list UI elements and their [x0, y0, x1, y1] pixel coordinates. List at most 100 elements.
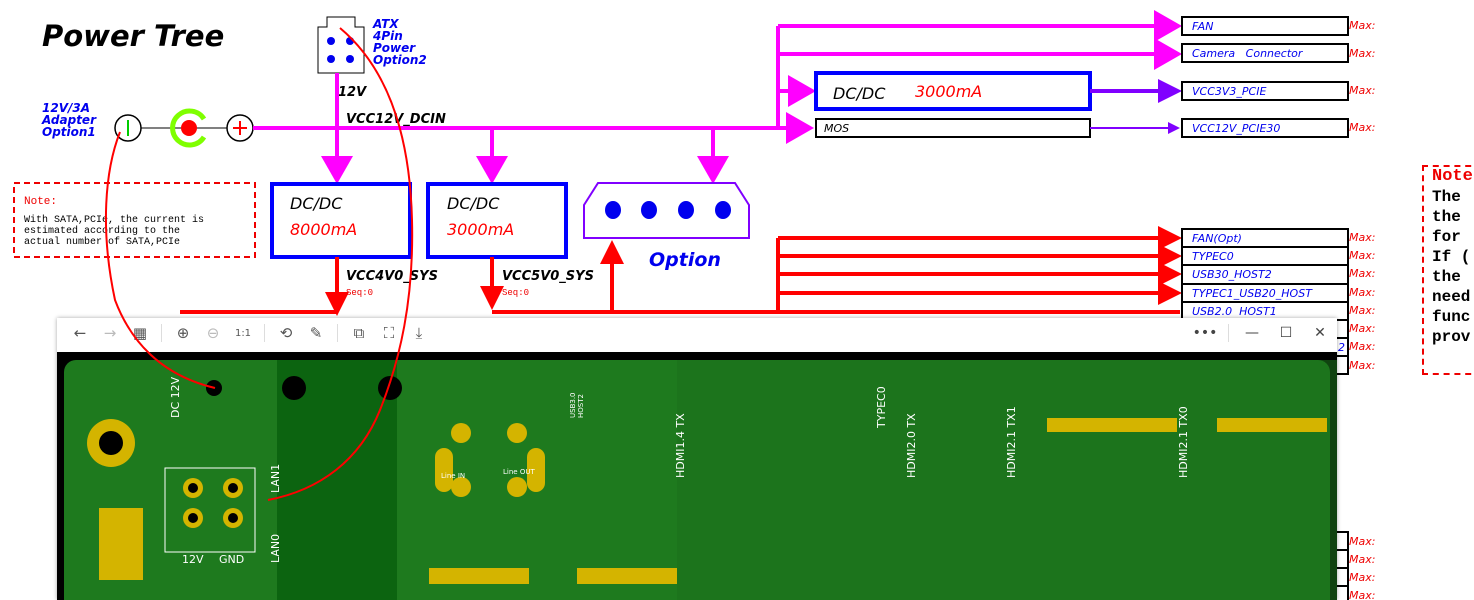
svg-text:Camera Connector: Camera Connector [1192, 47, 1304, 60]
svg-text:HDMI2.1 TX0: HDMI2.1 TX0 [1177, 406, 1190, 478]
svg-text:12V/3A: 12V/3A [42, 101, 90, 115]
svg-text:VCC3V3_PCIE: VCC3V3_PCIE [1192, 85, 1266, 98]
svg-text:Max:: Max: [1349, 231, 1375, 244]
svg-text:GND: GND [219, 553, 244, 566]
svg-text:Max:: Max: [1349, 47, 1375, 60]
zoom-out-icon[interactable]: ⊖ [206, 324, 220, 342]
svg-text:HDMI1.4 TX: HDMI1.4 TX [674, 413, 687, 478]
svg-text:8000mA: 8000mA [290, 220, 357, 239]
svg-text:Max:: Max: [1349, 553, 1375, 566]
svg-text:FAN: FAN [1192, 20, 1213, 33]
vcc5v0-label: VCC5V0_SYS [502, 269, 594, 284]
dcdc-3000ma-5v: DC/DC 3000mA [426, 182, 568, 259]
dcdc-3000ma-3v3: DC/DC 3000mA [814, 71, 1092, 111]
divider [161, 324, 162, 342]
svg-text:HOST2: HOST2 [577, 394, 585, 418]
svg-text:2: 2 [1338, 341, 1345, 354]
window-controls: ••• — ☐ ✕ [1188, 318, 1337, 348]
pcie-rails [1090, 79, 1182, 134]
main-rail-label: VCC12V_DCIN [346, 112, 446, 127]
sys-rails [180, 226, 1182, 316]
divider [1228, 324, 1229, 342]
svg-text:USB3.0: USB3.0 [569, 392, 577, 418]
svg-text:Max:: Max: [1349, 19, 1375, 32]
viewer-canvas: DC 12V LAN1 LAN0 12V GND USB3.0 HOST2 HD… [57, 348, 1337, 600]
loads-top: FAN Camera Connector VCC3V3_PCIE VCC12V_… [1181, 16, 1375, 138]
grid-icon[interactable]: ▦ [132, 324, 148, 342]
svg-text:3000mA: 3000mA [915, 82, 982, 101]
svg-text:DC/DC: DC/DC [833, 84, 886, 103]
svg-text:actual number of SATA,PCIe: actual number of SATA,PCIe [24, 236, 180, 248]
atx-label: ATX 4Pin Power Option2 [372, 17, 427, 67]
divider [264, 324, 265, 342]
zoom-in-icon[interactable]: ⊕ [176, 324, 190, 342]
svg-text:HDMI2.0 TX: HDMI2.0 TX [905, 413, 918, 478]
mos-switch: MOS [815, 118, 1091, 138]
svg-text:Max:: Max: [1349, 322, 1375, 335]
dcdc-8000ma: DC/DC 8000mA [270, 182, 412, 259]
maximize-button[interactable]: ☐ [1279, 325, 1293, 341]
svg-text:LAN0: LAN0 [269, 534, 282, 563]
vcc4v0-seq: Seq:0 [346, 288, 373, 298]
svg-text:Max:: Max: [1349, 286, 1375, 299]
svg-text:VCC12V_PCIE30: VCC12V_PCIE30 [1192, 122, 1280, 135]
svg-text:Max:: Max: [1349, 535, 1375, 548]
svg-text:Option2: Option2 [373, 53, 427, 67]
more-options-button[interactable]: ••• [1192, 325, 1218, 341]
svg-text:HDMI2.1 TX1: HDMI2.1 TX1 [1005, 406, 1018, 478]
note-right: Note The the for If ( the need func prov [1422, 165, 1474, 375]
svg-text:Max:: Max: [1349, 121, 1375, 134]
atx-rail-label: 12V [338, 85, 367, 100]
svg-text:Option1: Option1 [42, 125, 96, 139]
svg-text:DC/DC: DC/DC [447, 194, 500, 213]
svg-text:TYPEC1_USB20_HOST: TYPEC1_USB20_HOST [1192, 287, 1313, 300]
svg-text:Max:: Max: [1349, 249, 1375, 262]
svg-text:Note:: Note: [24, 196, 57, 208]
note-left: Note: With SATA,PCIe, the current is est… [13, 182, 256, 258]
svg-text:Max:: Max: [1349, 589, 1375, 600]
back-arrow-icon[interactable]: ← [73, 324, 87, 342]
svg-text:Adapter: Adapter [41, 113, 97, 127]
atx-connector [317, 16, 365, 74]
svg-text:USB30_HOST2: USB30_HOST2 [1192, 268, 1272, 281]
svg-text:MOS: MOS [824, 122, 849, 135]
rotate-icon[interactable]: ⟲ [279, 324, 293, 342]
svg-text:estimated according to the: estimated according to the [24, 225, 180, 237]
crop-icon[interactable]: ⛶ [383, 324, 395, 342]
svg-text:Max:: Max: [1349, 571, 1375, 584]
svg-text:Max:: Max: [1349, 304, 1375, 317]
pcb-image: DC 12V LAN1 LAN0 12V GND USB3.0 HOST2 HD… [57, 352, 1337, 600]
adapter-label: 12V/3A Adapter Option1 [41, 101, 97, 139]
vcc4v0-label: VCC4V0_SYS [346, 269, 438, 284]
dc-jack-symbol [114, 108, 254, 148]
svg-text:With SATA,PCIe, the current is: With SATA,PCIe, the current is [24, 214, 204, 226]
viewer-toolbar: ← → ▦ ⊕ ⊖ 1:1 ⟲ ✎ ⧉ ⛶ ⤓ [57, 318, 1337, 348]
option-connector: Option [583, 182, 750, 271]
svg-text:Max:: Max: [1349, 84, 1375, 97]
image-viewer-window: ← → ▦ ⊕ ⊖ 1:1 ⟲ ✎ ⧉ ⛶ ⤓ ••• — ☐ ✕ [57, 318, 1337, 600]
svg-text:Max:: Max: [1349, 340, 1375, 353]
translate-icon[interactable]: ⧉ [353, 324, 365, 342]
svg-text:DC 12V: DC 12V [169, 376, 182, 418]
svg-text:Line OUT: Line OUT [503, 468, 535, 476]
svg-text:TYPEC0: TYPEC0 [875, 386, 888, 429]
svg-text:USB2.0 HOST1: USB2.0 HOST1 [1192, 305, 1277, 318]
close-button[interactable]: ✕ [1314, 325, 1326, 341]
svg-text:DC/DC: DC/DC [290, 194, 343, 213]
svg-text:Max:: Max: [1349, 359, 1375, 372]
svg-text:FAN(Opt): FAN(Opt) [1192, 232, 1242, 245]
actual-size-icon[interactable]: 1:1 [234, 327, 252, 339]
svg-text:Line IN: Line IN [441, 472, 465, 480]
svg-text:3000mA: 3000mA [447, 220, 514, 239]
svg-text:TYPEC0: TYPEC0 [1192, 250, 1234, 263]
forward-arrow-icon[interactable]: → [103, 324, 117, 342]
svg-text:LAN1: LAN1 [269, 464, 282, 493]
edit-icon[interactable]: ✎ [309, 324, 323, 342]
divider [337, 324, 338, 342]
minimize-button[interactable]: — [1245, 325, 1259, 341]
page-title: Power Tree [42, 19, 224, 53]
svg-text:12V: 12V [182, 553, 204, 566]
save-icon[interactable]: ⤓ [415, 324, 423, 342]
svg-text:Option: Option [649, 249, 721, 271]
svg-text:Max:: Max: [1349, 267, 1375, 280]
